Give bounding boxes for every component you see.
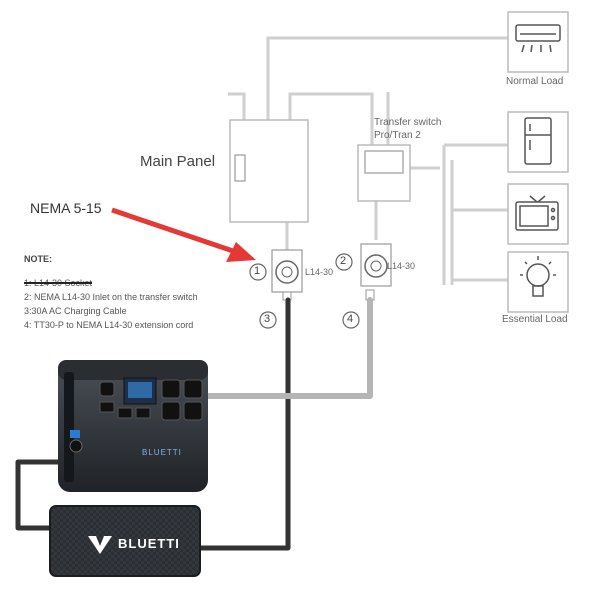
bulb-load-box xyxy=(507,251,569,313)
cable-device-to-charger xyxy=(15,459,69,531)
main-panel-breaker xyxy=(234,154,246,182)
normal-load-box xyxy=(507,11,569,73)
connector-number-markers xyxy=(249,253,360,329)
marker-1 xyxy=(249,263,267,281)
note-item-4: 4: TT30-P to NEMA L14-30 extension cord xyxy=(24,320,194,330)
tv-load-box xyxy=(507,183,569,245)
essential-load-label: Essential Load xyxy=(502,314,568,325)
connector-1-number: 1 xyxy=(254,265,261,277)
cables xyxy=(15,297,373,551)
air-conditioner-icon xyxy=(515,24,561,53)
connector-4-number: 4 xyxy=(347,313,354,325)
wire-panel-to-normal-load xyxy=(266,36,508,120)
normal-load-label: Normal Load xyxy=(506,76,564,87)
annotation-label: NEMA 5-15 xyxy=(30,200,102,216)
note-item-3: 3:30A AC Charging Cable xyxy=(24,306,127,316)
connector-1-inlet xyxy=(271,249,303,301)
connector-2-type: L14-30 xyxy=(387,261,416,271)
connector-3-number: 3 xyxy=(264,313,271,325)
device-brand-label: BLUETTI xyxy=(142,448,182,457)
transfer-switch-label-line1: Transfer switch xyxy=(374,117,442,128)
wiring-lines xyxy=(228,36,508,285)
wire-panel-to-switch xyxy=(288,92,374,145)
cable-4-extension xyxy=(197,297,373,399)
connector-1-type: L14-30 xyxy=(305,267,334,277)
charger-brick xyxy=(49,505,201,577)
wire-panel-left xyxy=(228,92,246,120)
light-bulb-icon xyxy=(520,256,556,297)
note-item-2: 2: NEMA L14-30 Inlet on the transfer swi… xyxy=(24,292,198,302)
connector-2-inlet xyxy=(360,243,392,301)
main-panel-label: Main Panel xyxy=(140,153,216,170)
cable-3-charging xyxy=(187,297,291,551)
marker-4 xyxy=(342,311,360,329)
note-item-1: 1: L14-30 Socket xyxy=(24,278,93,288)
television-icon xyxy=(515,195,559,231)
marker-3 xyxy=(259,311,277,329)
annotation-arrow xyxy=(111,207,256,262)
connector-2-number: 2 xyxy=(340,255,347,267)
marker-2 xyxy=(335,253,353,271)
power-station-device xyxy=(58,360,208,492)
refrigerator-icon xyxy=(524,117,552,165)
transfer-switch-window xyxy=(364,150,404,174)
bluetti-logo-mark xyxy=(88,536,112,554)
transfer-switch-label-line2: Pro/Tran 2 xyxy=(374,130,421,141)
notes-title: NOTE: xyxy=(24,254,52,264)
fridge-load-box xyxy=(507,111,569,173)
charger-brand-label: BLUETTI xyxy=(118,536,180,551)
